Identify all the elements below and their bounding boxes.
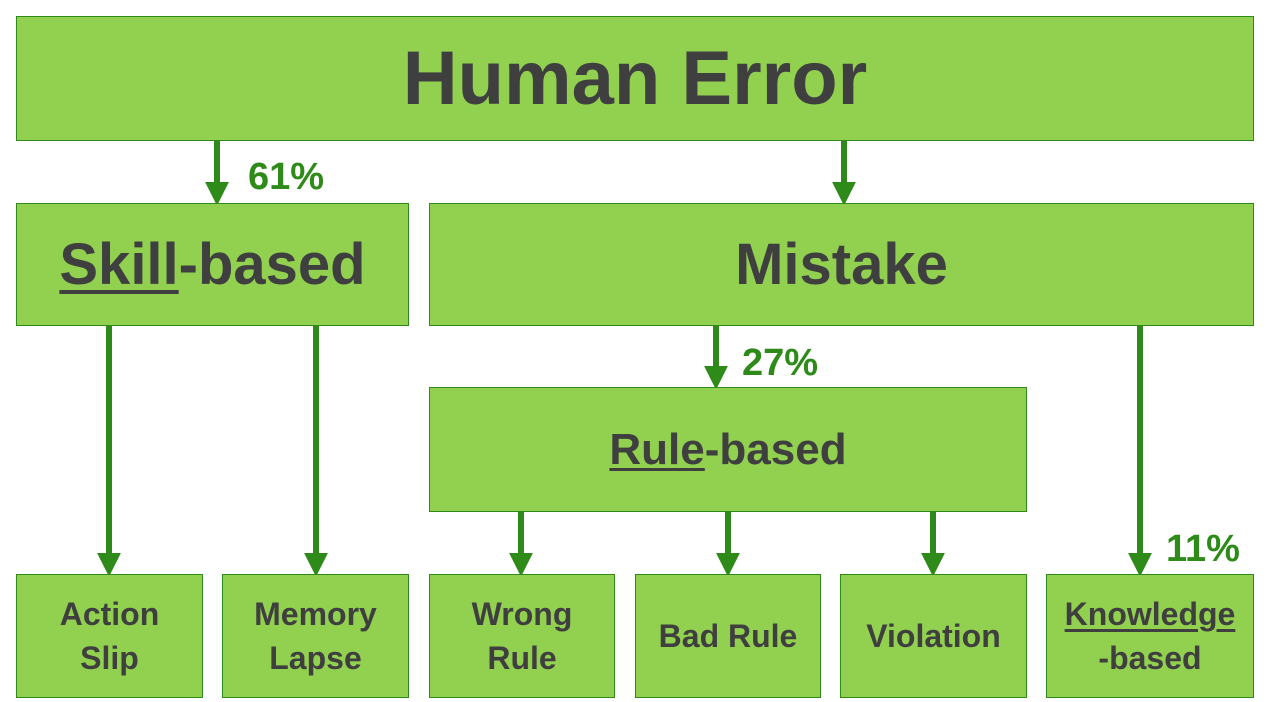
bad-rule-box: Bad Rule (635, 574, 821, 698)
knowledge-emphasis: Knowledge (1064, 596, 1236, 632)
wrong-rule-box: Wrong Rule (429, 574, 615, 698)
human-error-box: Human Error (16, 16, 1254, 141)
action-slip-line2: Slip (80, 640, 139, 676)
skill-emphasis: Skill (59, 232, 179, 297)
violation-label: Violation (866, 618, 1001, 654)
rule-suffix: -based (704, 424, 847, 474)
skill-suffix: -based (178, 232, 366, 297)
rule-percentage: 27% (742, 342, 819, 384)
mistake-label: Mistake (735, 232, 948, 297)
human-error-label: Human Error (402, 36, 868, 121)
memory-lapse-line1: Memory (254, 596, 377, 632)
skill-percentage: 61% (248, 156, 325, 198)
knowledge-suffix: -based (1098, 640, 1202, 676)
wrong-rule-line2: Rule (487, 640, 557, 676)
wrong-rule-line1: Wrong (471, 596, 573, 632)
rule-emphasis: Rule (609, 424, 705, 474)
knowledge-percentage: 11% (1166, 528, 1240, 570)
skill-based-label: Skill-based (59, 231, 365, 298)
bad-rule-label: Bad Rule (658, 618, 798, 654)
action-slip-line1: Action (59, 596, 160, 632)
knowledge-based-box: Knowledge -based (1046, 574, 1254, 698)
memory-lapse-box: Memory Lapse (222, 574, 409, 698)
skill-based-box: Skill-based (16, 203, 409, 326)
mistake-box: Mistake (429, 203, 1254, 326)
memory-lapse-line2: Lapse (269, 640, 362, 676)
rule-based-label: Rule-based (609, 425, 846, 475)
action-slip-box: Action Slip (16, 574, 203, 698)
rule-based-box: Rule-based (429, 387, 1027, 512)
violation-box: Violation (840, 574, 1027, 698)
